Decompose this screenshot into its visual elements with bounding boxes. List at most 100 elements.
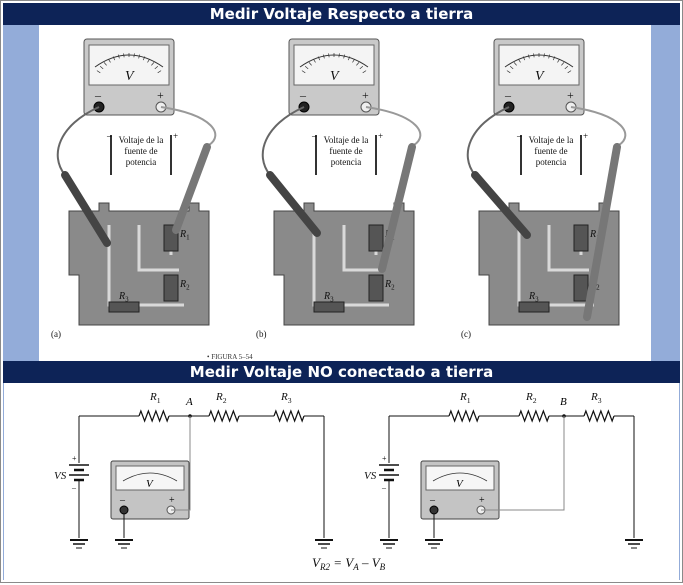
supply-label-line: potencia bbox=[536, 157, 567, 167]
resistor-r1 bbox=[448, 409, 480, 423]
meter-tick bbox=[313, 58, 316, 63]
red-lead-wire bbox=[160, 106, 217, 146]
title-ground-measurement: Medir Voltaje Respecto a tierra bbox=[3, 3, 680, 25]
resistor-r2 bbox=[163, 274, 179, 302]
meter-tick bbox=[527, 54, 530, 59]
resistor-r3 bbox=[518, 301, 550, 313]
meter-tick bbox=[112, 56, 116, 61]
supply-label-line: Voltaje de la bbox=[529, 135, 574, 145]
label-r1: R1 bbox=[459, 391, 471, 405]
resistor-r2 bbox=[518, 409, 550, 423]
figure-caption-cutoff: • FIGURA 5–54 bbox=[207, 353, 253, 361]
supply-plus-sign: + bbox=[173, 131, 178, 141]
resistor-r3 bbox=[273, 409, 305, 423]
supply-plus-sign: + bbox=[583, 131, 588, 141]
resistor-r3 bbox=[313, 301, 345, 313]
ground-source bbox=[380, 539, 398, 549]
supply-minus-sign: – bbox=[516, 131, 522, 141]
supply-plus-sign: + bbox=[378, 131, 383, 141]
resistor-r1 bbox=[368, 224, 384, 252]
label-r3: R3 bbox=[528, 291, 539, 304]
meter-tick bbox=[509, 65, 514, 70]
meter-positive-lead bbox=[481, 416, 565, 511]
meter-tick bbox=[304, 65, 309, 70]
meter-tick bbox=[564, 65, 569, 70]
meter-screen bbox=[498, 44, 580, 86]
meter-scale bbox=[432, 472, 488, 482]
meter-plus-sign: + bbox=[169, 495, 175, 506]
source-label: VS bbox=[54, 470, 67, 482]
panel-caption: (c) bbox=[461, 329, 471, 339]
meter-tick bbox=[548, 54, 551, 59]
supply-label-line: fuente de bbox=[124, 146, 157, 156]
meter-tick bbox=[506, 70, 511, 74]
resistor-r2 bbox=[368, 274, 384, 302]
supply-label-line: fuente de bbox=[329, 146, 362, 156]
red-probe bbox=[583, 143, 621, 321]
meter-label: V bbox=[330, 69, 340, 84]
meter-tick bbox=[561, 62, 565, 66]
meter-tick bbox=[543, 53, 545, 58]
resistor-r1 bbox=[138, 409, 170, 423]
resistor-r2 bbox=[208, 409, 240, 423]
equation: VR2 = VA – VB bbox=[312, 555, 386, 572]
label-r3: R3 bbox=[590, 391, 602, 405]
supply-label-line: potencia bbox=[126, 157, 157, 167]
meter-tick bbox=[123, 53, 125, 58]
meter-tick bbox=[322, 54, 325, 59]
resistor-r2 bbox=[573, 274, 589, 302]
meter-tick bbox=[308, 62, 312, 66]
meter-tick bbox=[343, 54, 346, 59]
ground-right bbox=[625, 539, 643, 549]
panel-caption: (a) bbox=[51, 329, 61, 339]
meter-tick bbox=[338, 53, 340, 58]
meter-tick bbox=[103, 62, 107, 66]
label-r1: R1 bbox=[179, 229, 190, 242]
meter-tick bbox=[522, 56, 526, 61]
meter-screen bbox=[88, 44, 170, 86]
label-r1: R1 bbox=[149, 391, 161, 405]
label-r3: R3 bbox=[323, 291, 334, 304]
meter-tick bbox=[352, 58, 355, 63]
meter-tick bbox=[147, 58, 150, 63]
black-probe bbox=[61, 171, 111, 247]
meter-label: V bbox=[456, 478, 464, 490]
supply-minus-sign: – bbox=[106, 131, 112, 141]
meter-screen bbox=[293, 44, 375, 86]
label-r3: R3 bbox=[118, 291, 129, 304]
meter-tick bbox=[301, 70, 306, 74]
meter-tick bbox=[138, 54, 141, 59]
meter-tick bbox=[347, 56, 351, 61]
red-probe bbox=[378, 143, 416, 273]
meter-tick bbox=[359, 65, 364, 70]
meter-tick bbox=[513, 62, 517, 66]
meter-plus-sign: + bbox=[567, 88, 574, 102]
resistor-r1 bbox=[573, 224, 589, 252]
source-label: VS bbox=[364, 470, 377, 482]
ground-right bbox=[315, 539, 333, 549]
meter-tick bbox=[552, 56, 556, 61]
meter-tick bbox=[317, 56, 321, 61]
battery-minus: – bbox=[381, 483, 387, 492]
meter-tick bbox=[557, 58, 560, 63]
red-lead-wire bbox=[570, 106, 627, 146]
meter-negative-jack bbox=[429, 505, 439, 515]
meter-tick bbox=[96, 70, 101, 74]
meter-label: V bbox=[535, 69, 545, 84]
resistor-r3 bbox=[583, 409, 615, 423]
meter-scale bbox=[122, 472, 178, 482]
meter-minus-sign: – bbox=[94, 88, 102, 102]
meter-minus-sign: – bbox=[504, 88, 512, 102]
black-lead-wire bbox=[466, 106, 510, 176]
meter-negative-jack bbox=[119, 505, 129, 515]
meter-tick bbox=[567, 70, 572, 74]
supply-minus-sign: – bbox=[311, 131, 317, 141]
meter-tick bbox=[154, 65, 159, 70]
supply-label-line: fuente de bbox=[534, 146, 567, 156]
black-probe bbox=[471, 171, 531, 239]
meter-tick bbox=[533, 53, 535, 58]
